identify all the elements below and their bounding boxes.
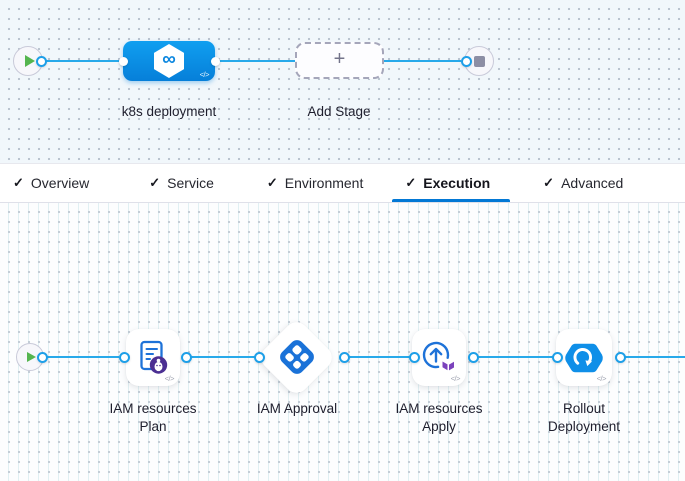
connector-ring[interactable] [468,352,479,363]
code-icon: </> [199,70,210,79]
stop-icon [473,55,485,67]
tab-overview[interactable]: ✓ Overview [13,164,89,202]
link-line [41,60,123,62]
check-icon: ✓ [149,175,161,190]
code-icon: </> [164,374,175,383]
connector-ring[interactable] [37,352,48,363]
connector-dot[interactable] [119,57,128,66]
connector-ring[interactable] [36,56,47,67]
tab-label: Advanced [561,175,624,191]
tab-label: Service [167,175,214,191]
connector-ring[interactable] [552,352,563,363]
connector-ring[interactable] [119,352,130,363]
connector-ring[interactable] [409,352,420,363]
check-icon: ✓ [266,175,278,190]
connector-ring[interactable] [461,56,472,67]
step-card-rollout-deployment[interactable]: </> [556,329,612,386]
stage-config-tabbar: ✓ Overview ✓ Service ✓ Environment ✓ Exe… [0,163,685,203]
step-label: Rollout Deployment [547,401,621,434]
code-icon: </> [450,374,461,383]
link-line [473,356,557,358]
stage-node-k8s-deployment[interactable]: ∞ </> [123,41,215,81]
link-line [215,60,295,62]
terraform-plan-icon [140,340,168,374]
add-stage-button[interactable]: + [295,42,384,79]
terraform-apply-icon [422,341,454,370]
connector-ring[interactable] [181,352,192,363]
step-card-iam-resources-plan[interactable]: </> [126,329,180,386]
link-line [344,356,413,358]
add-stage-label: Add Stage [307,104,371,119]
check-icon: ✓ [13,175,24,190]
check-icon: ✓ [543,175,555,190]
step-label: IAM Approval [256,401,338,416]
link-line [384,60,461,62]
play-icon [24,55,35,67]
tab-environment[interactable]: ✓ Environment [267,164,364,202]
tab-service[interactable]: ✓ Service [149,164,214,202]
connector-ring[interactable] [615,352,626,363]
check-icon: ✓ [405,175,417,190]
stage-label: k8s deployment [121,104,217,119]
code-icon: </> [596,374,607,383]
connector-ring[interactable] [339,352,350,363]
harness-cd-icon: ∞ [154,44,184,78]
step-card-iam-resources-apply[interactable]: </> [412,329,466,386]
tab-label: Overview [30,175,90,191]
play-icon [27,352,36,362]
step-label: IAM resources Plan [109,401,197,434]
connector-dot[interactable] [211,57,220,66]
link-line [186,356,259,358]
link-line [620,356,685,358]
step-label: IAM resources Apply [395,401,483,434]
link-line [42,356,119,358]
plus-icon: + [333,48,346,70]
stage-pipeline-canvas[interactable]: ∞ </> + k8s deployment Add Stage [0,0,685,163]
active-tab-underline [392,199,511,202]
execution-canvas[interactable]: </> </> [0,203,685,481]
connector-ring[interactable] [254,352,265,363]
tab-label: Execution [423,175,491,191]
tab-advanced[interactable]: ✓ Advanced [543,164,623,202]
tab-execution[interactable]: ✓ Execution [392,164,511,202]
rollout-deployment-icon [565,343,603,372]
tab-label: Environment [284,175,364,191]
